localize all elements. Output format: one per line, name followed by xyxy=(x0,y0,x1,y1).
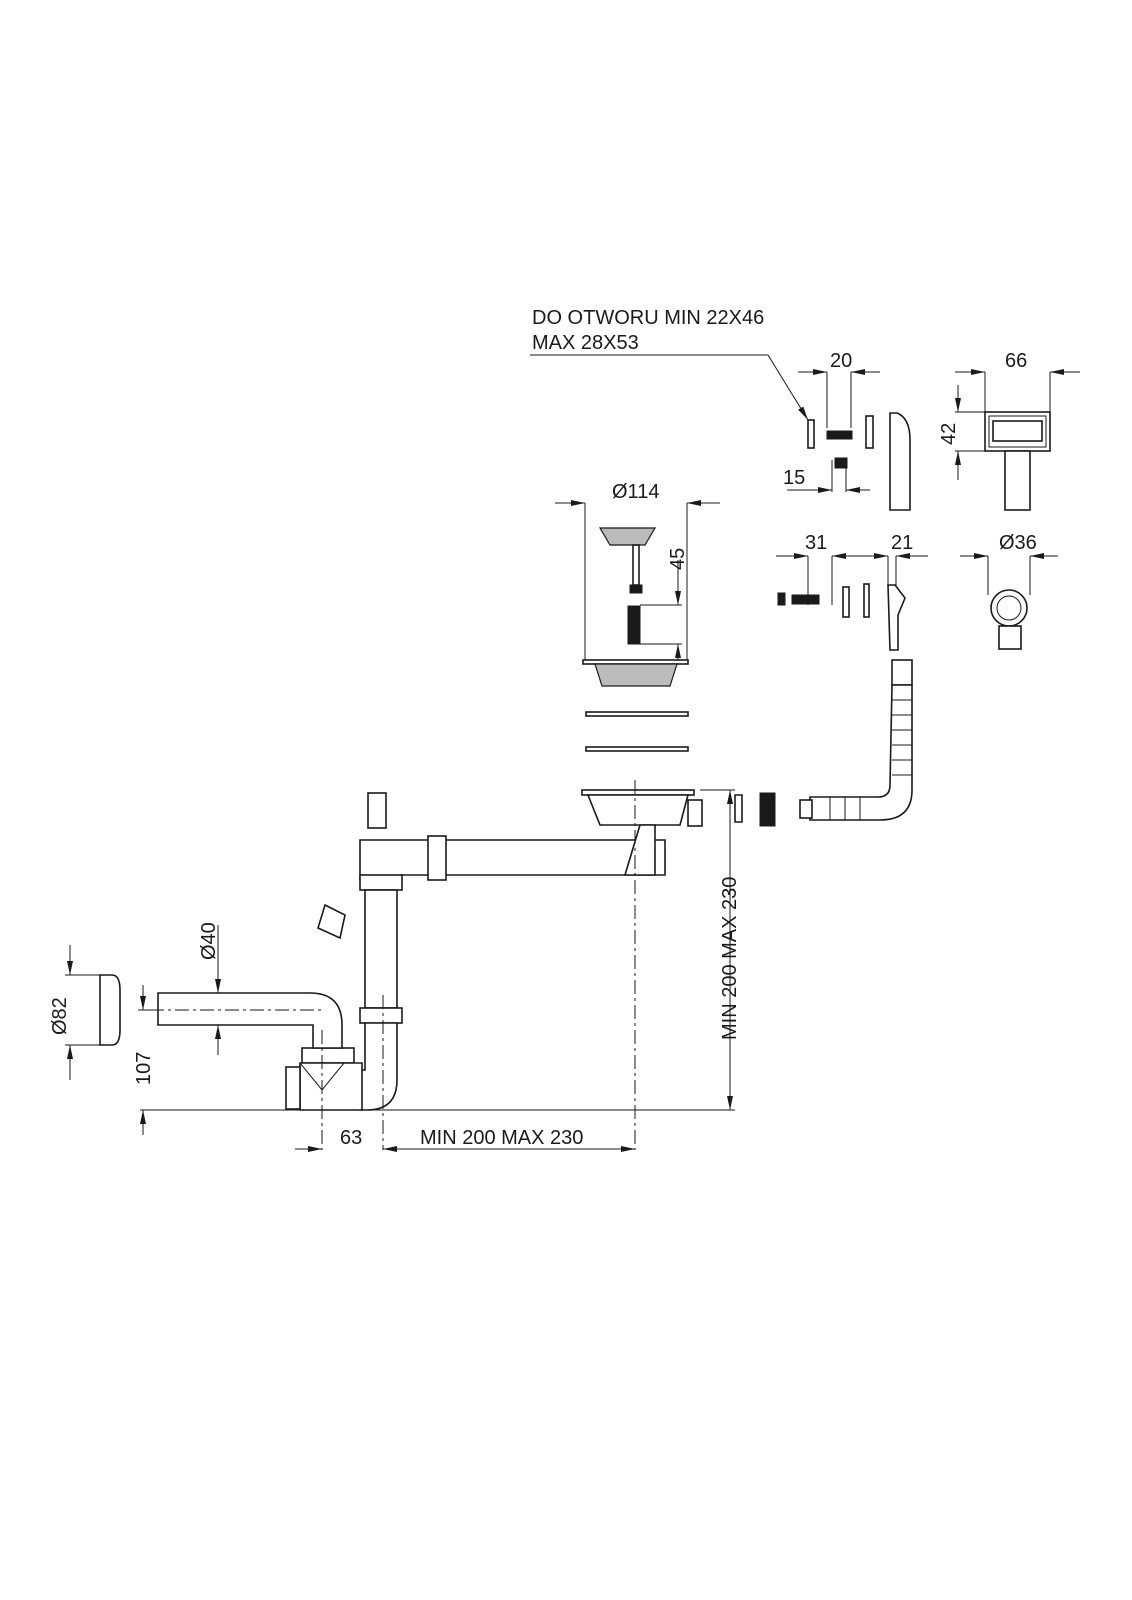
strainer-body xyxy=(594,663,678,687)
hose-gasket xyxy=(734,794,743,823)
dim-45: 45 xyxy=(667,548,689,570)
outlet-pipe-d40 xyxy=(157,992,343,1049)
trap-body xyxy=(299,1062,363,1111)
side-inlet xyxy=(317,903,346,940)
nut-lower xyxy=(359,1007,403,1024)
overflow-plate xyxy=(807,419,815,449)
horizontal-pipe xyxy=(359,839,666,881)
overflow-elbow xyxy=(887,584,906,651)
main-dimensions: MIN 200 MAX 230 63 MIN 200 MAX 230 107 Ø… xyxy=(49,789,741,1152)
pipe-coupling xyxy=(427,835,447,881)
strainer-basket xyxy=(598,527,657,546)
dim-40: Ø40 xyxy=(198,922,220,960)
gasket-2 xyxy=(585,746,689,752)
hose-nut xyxy=(759,792,776,827)
nut-upper xyxy=(359,874,403,891)
dim-82: Ø82 xyxy=(49,997,71,1035)
dim-42: 42 xyxy=(938,423,960,445)
overflow-connector-parts: 31 21 Ø36 xyxy=(776,532,1058,686)
trap-nut xyxy=(301,1047,355,1064)
dim-63: 63 xyxy=(340,1127,362,1149)
flexible-hose xyxy=(734,684,913,827)
overflow-ring xyxy=(990,589,1028,627)
gasket-1 xyxy=(585,711,689,717)
overflow-parts: 20 15 66 42 xyxy=(783,350,1080,511)
dim-21: 21 xyxy=(891,532,913,554)
vertical-pipe xyxy=(364,889,398,1009)
width-range: MIN 200 MAX 230 xyxy=(420,1127,583,1149)
overflow-note: DO OTWORU MIN 22X46 MAX 28X53 xyxy=(530,307,809,421)
dim-20: 20 xyxy=(830,350,852,372)
strainer-bolt xyxy=(627,605,641,645)
dishwasher-inlet-top xyxy=(367,792,387,829)
overflow-front-pipe xyxy=(1004,450,1031,511)
strainer-parts: Ø114 45 xyxy=(555,481,720,752)
dim-31: 31 xyxy=(805,532,827,554)
dim-66: 66 xyxy=(1005,350,1027,372)
overflow-cover xyxy=(889,412,911,511)
overflow-gasket xyxy=(865,415,874,449)
strainer-housing xyxy=(586,794,690,826)
hose-body xyxy=(809,684,913,821)
leader-line xyxy=(530,354,809,421)
dim-15: 15 xyxy=(783,467,805,489)
note-line2: MAX 28X53 xyxy=(532,332,639,354)
small-screw xyxy=(834,457,848,469)
wall-rosette xyxy=(99,974,121,1046)
overflow-screw xyxy=(826,430,853,440)
note-line1: DO OTWORU MIN 22X46 xyxy=(532,307,764,329)
dim-114: Ø114 xyxy=(612,481,659,503)
dim-107: 107 xyxy=(133,1052,155,1085)
siphon-assembly xyxy=(99,780,703,1150)
dim-36: Ø36 xyxy=(999,532,1037,554)
height-range: MIN 200 MAX 230 xyxy=(719,877,741,1040)
